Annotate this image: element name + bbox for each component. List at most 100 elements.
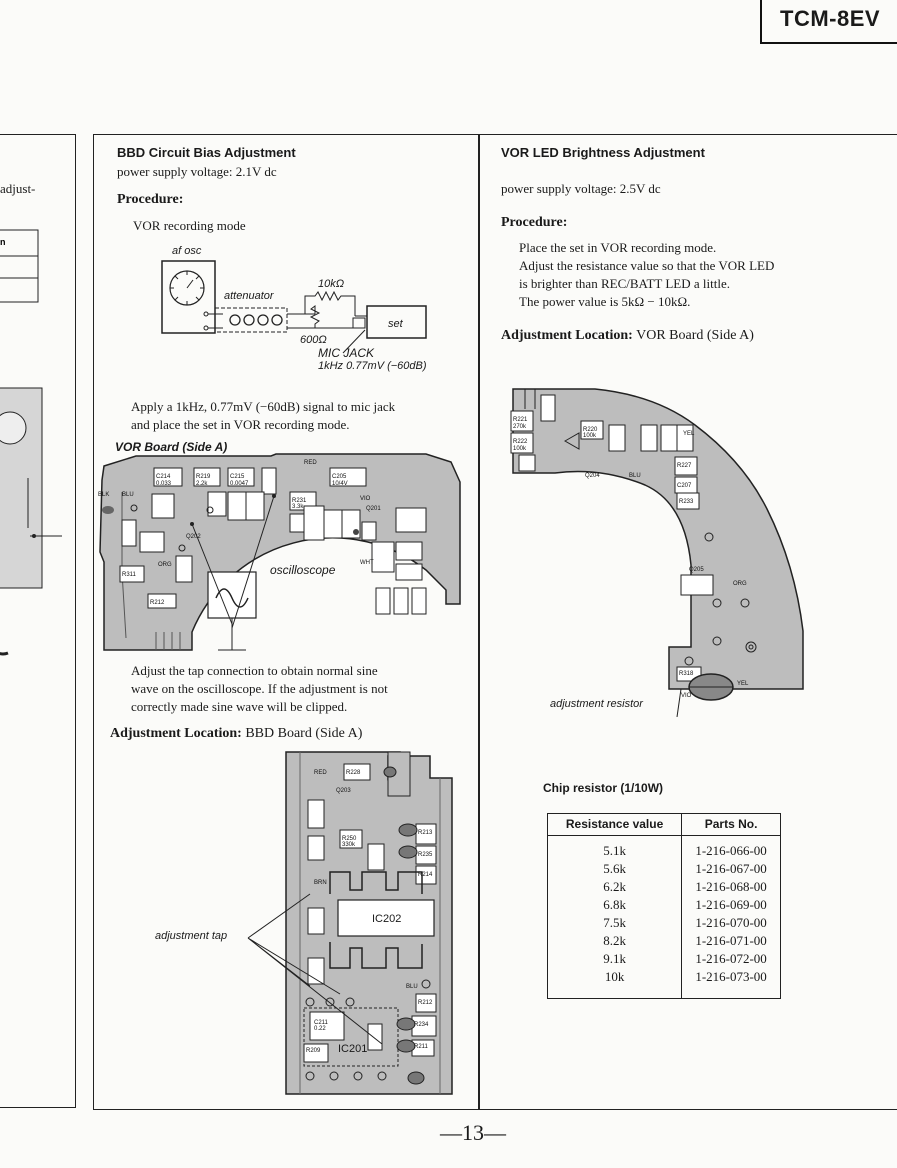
table-cell: 1-216-073-00 [695, 969, 767, 984]
vor-step1: Place the set in VOR recording mode. [519, 240, 717, 255]
svg-text:3.3k: 3.3k [292, 504, 304, 510]
svg-text:ORG: ORG [158, 562, 172, 568]
left-fragment-graphics: n [0, 229, 62, 656]
set-label: set [388, 318, 403, 330]
svg-text:270k: 270k [513, 424, 527, 430]
model-number: TCM-8EV [780, 6, 881, 31]
table-row: 9.1k 1-216-072-00 [547, 950, 781, 968]
svg-text:ORG: ORG [733, 581, 747, 587]
svg-text:n: n [0, 237, 6, 247]
bbd-apply-line1: Apply a 1kHz, 0.77mV (−60dB) signal to m… [131, 399, 396, 414]
svg-text:BLU: BLU [406, 984, 418, 990]
svg-text:R214: R214 [418, 872, 433, 878]
svg-text:2.2k: 2.2k [196, 481, 208, 487]
svg-text:10/4V: 10/4V [332, 481, 348, 487]
svg-text:R235: R235 [418, 852, 433, 858]
svg-text:Q204: Q204 [585, 473, 600, 479]
af-osc-label: af osc [172, 245, 202, 257]
svg-text:0.22: 0.22 [314, 1026, 326, 1032]
svg-text:R222: R222 [513, 439, 528, 445]
svg-text:Q203: Q203 [336, 788, 351, 794]
svg-text:RED: RED [304, 460, 317, 466]
chip-resistor-title: Chip resistor (1/10W) [543, 781, 664, 795]
table-cell: 1-216-070-00 [695, 915, 767, 930]
bbd-location: Adjustment Location: BBD Board (Side A) [110, 726, 362, 742]
signal-label: 1kHz 0.77mV (−60dB) [318, 360, 427, 372]
svg-text:R209: R209 [306, 1048, 321, 1054]
table-row: 8.2k 1-216-071-00 [547, 932, 781, 950]
adjustment-resistor-label: adjustment resistor [550, 698, 643, 710]
table-cell: 1-216-072-00 [695, 951, 767, 966]
table-cell: 6.2k [547, 878, 683, 896]
bbd-procedure-label: Procedure: [117, 192, 184, 207]
svg-text:VIO: VIO [360, 496, 371, 502]
table-cell: 1-216-067-00 [695, 861, 767, 876]
svg-text:YEL: YEL [737, 681, 749, 687]
svg-text:330k: 330k [342, 842, 356, 848]
svg-text:R213: R213 [418, 830, 433, 836]
oscilloscope-label: oscilloscope [270, 563, 336, 577]
bbd-adjust-line2: wave on the oscilloscope. If the adjustm… [131, 681, 388, 696]
bbd-apply-line2: and place the set in VOR recording mode. [131, 417, 350, 432]
svg-text:C211: C211 [314, 1020, 329, 1026]
svg-text:R233: R233 [679, 499, 694, 505]
bbd-adjust-line3: correctly made sine wave will be clipped… [131, 699, 348, 714]
table-cell: 9.1k [547, 950, 683, 968]
svg-text:C207: C207 [677, 483, 692, 489]
svg-text:R318: R318 [679, 671, 694, 677]
table-cell: 6.8k [547, 896, 683, 914]
table-cell: 1-216-066-00 [695, 843, 767, 858]
table-cell: 8.2k [547, 932, 683, 950]
svg-text:Q201: Q201 [366, 506, 381, 512]
vor-location-label: Adjustment Location: [501, 328, 633, 343]
mic-jack-label: MIC JACK [318, 346, 375, 360]
svg-text:C205: C205 [332, 474, 347, 480]
table-cell: 5.6k [547, 860, 683, 878]
left-fragment-text: adjust- [0, 181, 36, 196]
vor-title: VOR LED Brightness Adjustment [501, 145, 705, 160]
svg-text:R212: R212 [418, 1000, 433, 1006]
svg-text:R231: R231 [292, 498, 307, 504]
svg-text:R219: R219 [196, 474, 211, 480]
table-header-row: Resistance value Parts No. [547, 813, 781, 836]
left-fragment-frame [0, 134, 76, 1108]
svg-text:BLU: BLU [122, 492, 134, 498]
svg-text:0.033: 0.033 [156, 481, 172, 487]
table-header-parts-no: Parts No. [681, 813, 781, 836]
bbd-adjust-line1: Adjust the tap connection to obtain norm… [131, 663, 378, 678]
table-cell: 10k [547, 968, 683, 999]
model-box [760, 0, 897, 44]
vor-voltage: power supply voltage: 2.5V dc [501, 181, 661, 196]
attenuator-label: attenuator [224, 290, 274, 302]
vor-step4: The power value is 5kΩ − 10kΩ. [519, 294, 691, 309]
table-header-resistance: Resistance value [547, 813, 683, 836]
table-cell: 1-216-071-00 [695, 933, 767, 948]
vor-procedure-label: Procedure: [501, 215, 568, 230]
bbd-voltage: power supply voltage: 2.1V dc [117, 164, 277, 179]
svg-text:C214: C214 [156, 474, 171, 480]
table-cell: 5.1k [547, 835, 683, 860]
svg-text:YEL: YEL [683, 431, 695, 437]
table-row: 5.6k 1-216-067-00 [547, 860, 781, 878]
svg-text:R220: R220 [583, 427, 598, 433]
svg-text:R234: R234 [414, 1022, 429, 1028]
svg-text:BRN: BRN [314, 880, 327, 886]
svg-text:RED: RED [314, 770, 327, 776]
resistor-10k-label: 10kΩ [318, 278, 345, 290]
bbd-location-label: Adjustment Location: [110, 726, 242, 741]
svg-text:R228: R228 [346, 770, 361, 776]
vor-board-label: VOR Board (Side A) [115, 440, 228, 454]
ic202-label: IC202 [372, 913, 402, 925]
svg-text:0.0047: 0.0047 [230, 481, 249, 487]
ic201-label: IC201 [338, 1043, 368, 1055]
vor-location-value: VOR Board (Side A) [636, 328, 754, 343]
svg-text:C215: C215 [230, 474, 245, 480]
svg-text:100k: 100k [583, 433, 597, 439]
page-number: —13— [440, 1120, 506, 1145]
svg-text:Q205: Q205 [689, 567, 704, 573]
svg-text:R250: R250 [342, 836, 357, 842]
table-cell: 7.5k [547, 914, 683, 932]
